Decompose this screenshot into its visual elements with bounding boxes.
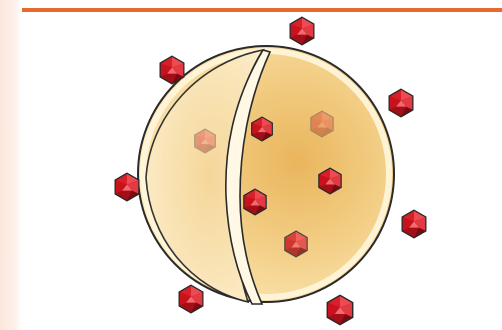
illustration-stage	[22, 12, 502, 330]
illustration	[22, 12, 502, 330]
side-strip	[0, 0, 22, 330]
